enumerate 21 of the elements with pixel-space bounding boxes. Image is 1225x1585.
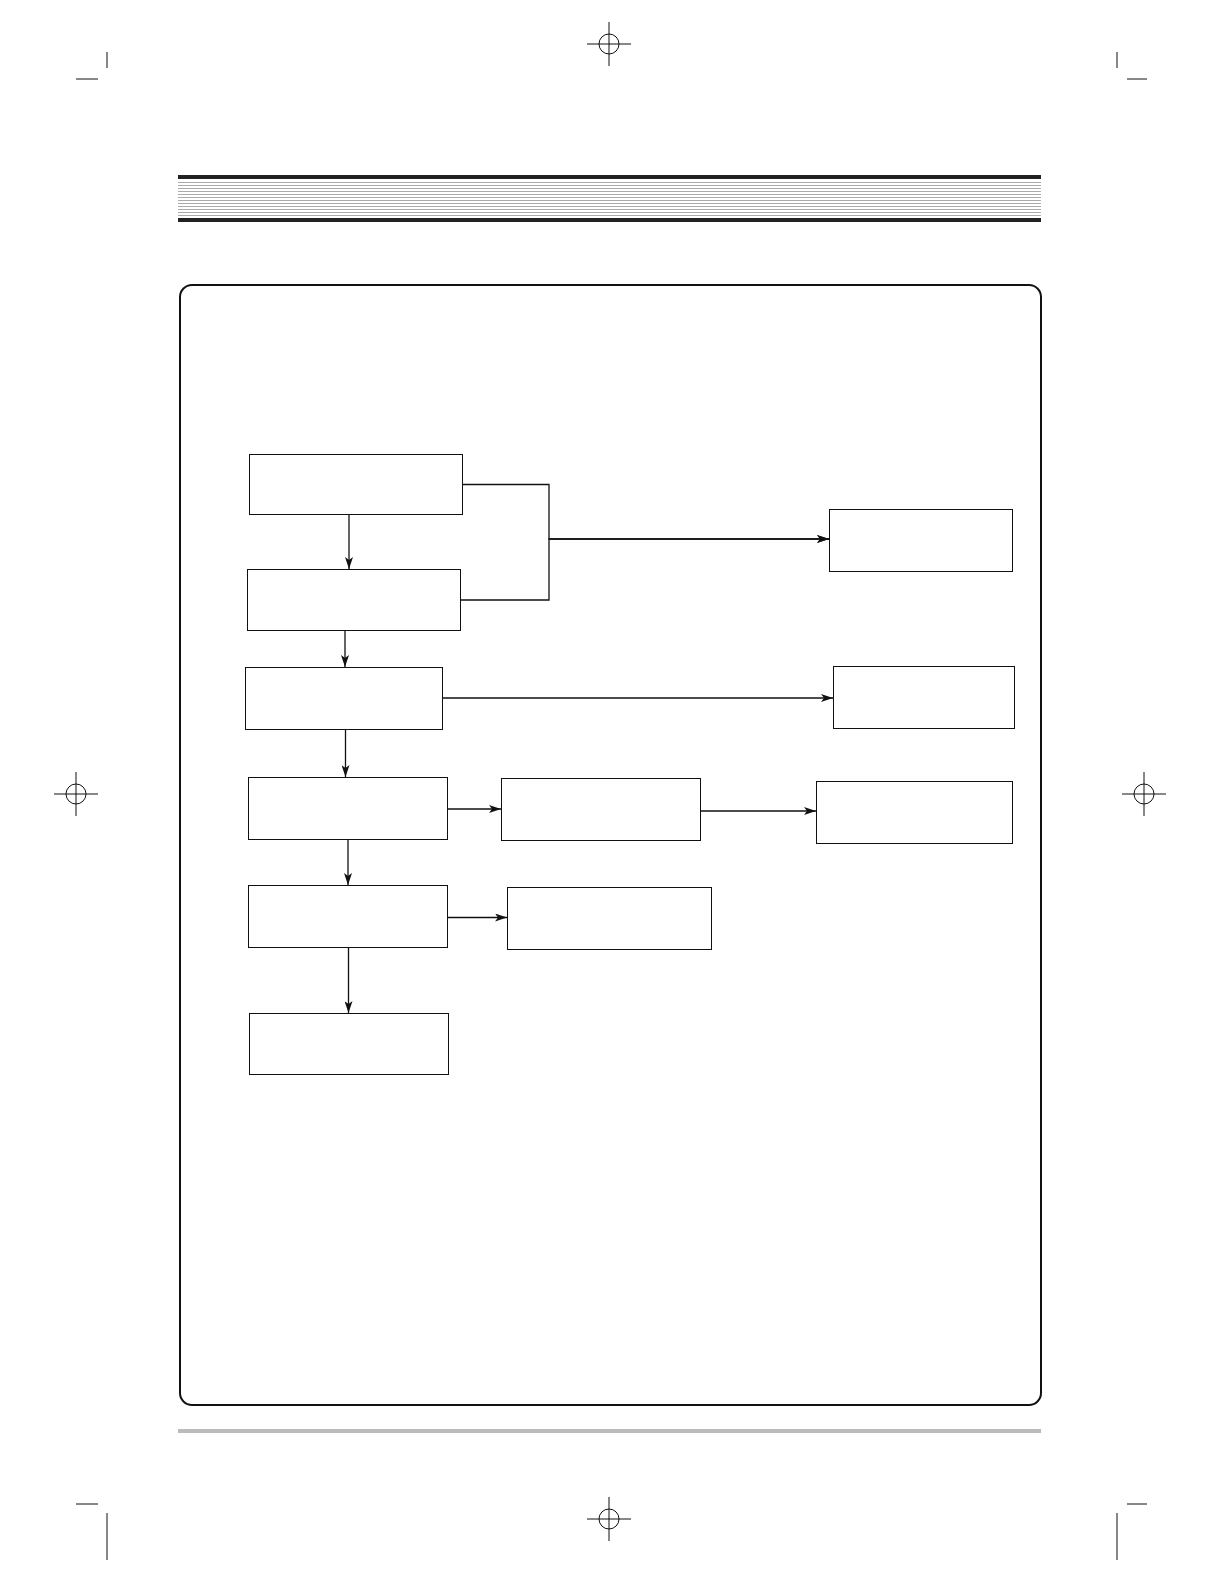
- process-box: [829, 509, 1013, 572]
- process-box: [249, 454, 463, 515]
- process-box: [507, 887, 712, 950]
- arrow: [700, 807, 817, 815]
- arrow: [341, 630, 349, 668]
- arrow: [341, 729, 350, 778]
- process-box: [245, 667, 443, 730]
- arrow: [344, 947, 353, 1014]
- arrow: [460, 535, 830, 601]
- arrow: [442, 694, 834, 702]
- process-box: [248, 885, 448, 948]
- arrow: [345, 514, 353, 570]
- arrow: [447, 805, 502, 813]
- arrow: [344, 839, 352, 886]
- process-box: [833, 666, 1015, 729]
- arrow: [447, 913, 508, 922]
- process-box: [247, 569, 461, 631]
- process-box: [501, 778, 701, 841]
- process-box: [816, 781, 1013, 844]
- process-box: [249, 1013, 449, 1075]
- process-box: [248, 777, 448, 840]
